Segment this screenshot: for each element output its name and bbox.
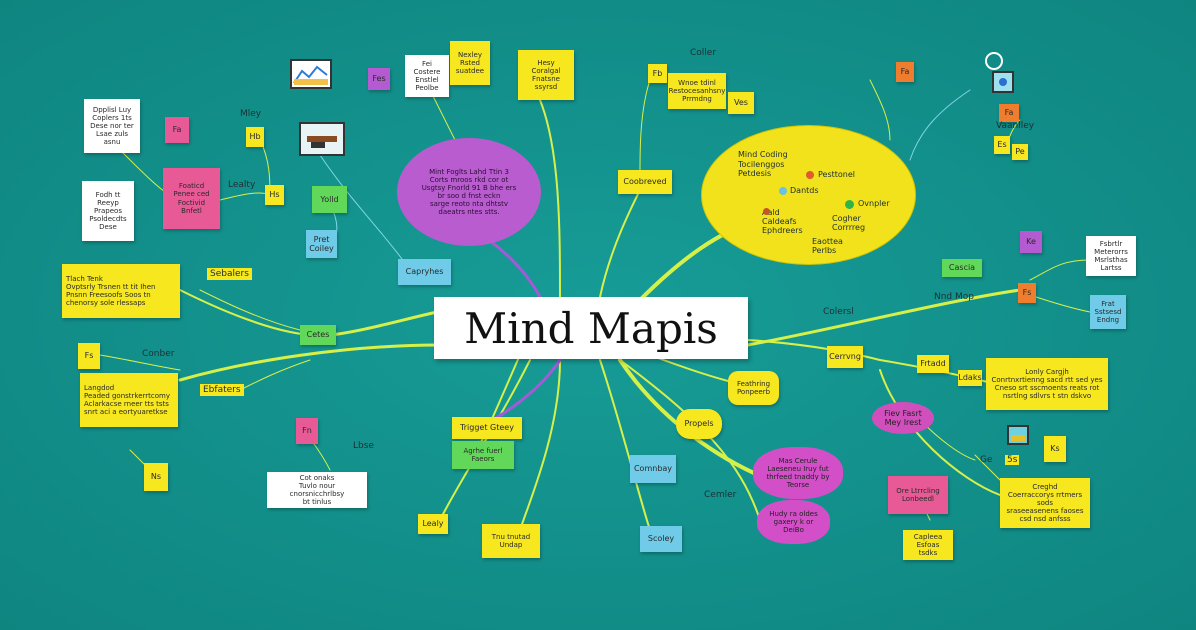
label-ebfaters: Ebfaters <box>200 384 244 396</box>
yellow-bubble-item: Dantds <box>790 186 819 195</box>
note-capleea[interactable]: Capleea Esfoas tsdks <box>903 530 953 560</box>
note-right-yellow-2[interactable]: Creghd Coerraccorys rrtmers sods sraseea… <box>1000 478 1090 528</box>
label-5s: 5s <box>1005 455 1020 465</box>
label-colersl: Colersl <box>823 307 854 317</box>
note-orange-right-2[interactable]: Fs <box>1018 283 1036 303</box>
globe-icon <box>985 52 1003 70</box>
yellow-bubble-item: Eaottea Perlbs <box>812 237 843 256</box>
note-top-yellow-1[interactable]: Nexley Rsted suatdee <box>450 41 490 85</box>
note-capryhes[interactable]: Capryhes <box>398 259 451 285</box>
node-dot <box>779 187 787 195</box>
note-feathring[interactable]: Feathring Ponpeerb <box>728 371 779 405</box>
note-top-small-yellow-1[interactable]: Fb <box>648 64 667 83</box>
note-trigget-gteey[interactable]: Trigget Gteey <box>452 417 522 439</box>
label-vaanlley: Vaanlley <box>996 121 1035 131</box>
yellow-topic-bubble[interactable] <box>701 125 916 265</box>
note-orange-right-1[interactable]: Fa <box>896 62 914 82</box>
note-right-yellow-1[interactable]: Lonly Cargjh Conrtnxrtienng sacd rtt sed… <box>986 358 1108 410</box>
note-left-white-1[interactable]: Dpplisl Luy Coplers 1ts Dese nor ter Lsa… <box>84 99 140 153</box>
note-coobreved[interactable]: Coobreved <box>618 170 672 194</box>
note-left-yellow-2[interactable]: Langdod Peaded gonstrkerrtcomy Aclarkacs… <box>80 373 178 427</box>
note-white-bottom[interactable]: Cot onaks Tuvlo nour cnorsnicchrlbsy bt … <box>267 472 367 508</box>
yellow-bubble-item: Cogher Corrrreg <box>832 214 866 233</box>
note-tnu-tnutad[interactable]: Tnu tnutad Undap <box>482 524 540 558</box>
note-agrhe-fuerl[interactable]: Agrhe fuerl Faeors <box>452 441 514 469</box>
note-cerrvng[interactable]: Cerrvng <box>827 346 863 368</box>
note-right-yellow-small[interactable]: Es <box>994 136 1010 154</box>
node-dot <box>763 208 770 215</box>
note-blue-1[interactable]: Pret Coiley <box>306 230 337 258</box>
label-nnd-mop: Nnd Mop <box>934 292 974 302</box>
label-mley: Mley <box>240 109 262 119</box>
note-scoley[interactable]: Scoley <box>640 526 682 552</box>
note-left-yellow-1[interactable]: Tlach Tenk Ovptsrly Trsnen tt tit Ihen P… <box>62 264 180 318</box>
note-lealy[interactable]: Lealy <box>418 514 448 534</box>
note-ldaks[interactable]: Ldaks <box>958 370 982 386</box>
note-right-white[interactable]: Fsbrtlr Meterorrs Msrlsthas Lartss <box>1086 236 1136 276</box>
note-left-white-2[interactable]: Fodh tt Reeyp Prapeos Psoldecdts Dese <box>82 181 134 241</box>
yellow-bubble-item: Aald Caldeafs Ephdreers <box>762 208 803 236</box>
note-comnbay[interactable]: Comnbay <box>630 455 676 483</box>
note-top-yellow-3[interactable]: Wnoe tdinl Restocesanhsny Prrmdng <box>668 73 726 109</box>
oval-left-bubble[interactable]: Fiev Fasrt Mey Irest <box>872 402 934 434</box>
note-right-yellow-small-2[interactable]: Pe <box>1012 144 1028 160</box>
note-yellow-small-1[interactable]: Hb <box>246 127 264 147</box>
note-right-yellow-ks[interactable]: Ks <box>1044 436 1066 462</box>
label-cemler: Cemler <box>704 490 737 500</box>
yellow-bubble-item: Pesttonel <box>818 170 856 179</box>
yellow-bubble-item: Ovnpler <box>858 199 890 208</box>
note-green-1[interactable]: Yolld <box>312 186 347 213</box>
note-violet-right[interactable]: Ke <box>1020 231 1042 253</box>
note-top-white[interactable]: Fei Costere Enstlel Peolbe <box>405 55 449 97</box>
note-orange-right-3[interactable]: Fa <box>999 104 1019 122</box>
note-top-yellow-2[interactable]: Hesy Coralgal Fnatsne ssyrsd <box>518 50 574 100</box>
small-photo-icon <box>1007 425 1029 445</box>
node-dot <box>845 200 854 209</box>
yellow-bubble-heading: Mind Coding Tocilenggos Petdesis <box>738 150 788 179</box>
magenta-bubble-2[interactable]: Hudy ra oldes gaxery k or DeiBo <box>757 500 830 544</box>
note-pink-small-2[interactable]: Fn <box>296 418 318 444</box>
note-cascia[interactable]: Cascia <box>942 259 982 277</box>
note-green-cetes[interactable]: Cetes <box>300 325 336 345</box>
node-dot <box>806 171 814 179</box>
note-small-yellow-fo[interactable]: Fs <box>78 343 100 369</box>
label-sebalers: Sebalers <box>207 268 252 280</box>
note-right-blue[interactable]: Frat Sstsesd Endng <box>1090 295 1126 329</box>
note-small-yellow-ns[interactable]: Ns <box>144 463 168 491</box>
purple-topic-bubble[interactable]: Mint Foglts Lahd Ttin 3 Corts mroos rkd … <box>397 138 541 246</box>
note-top-violet[interactable]: Fes <box>368 68 390 90</box>
label-ge: Ge <box>980 455 993 465</box>
note-top-small-yellow-2[interactable]: Ves <box>728 92 754 114</box>
note-propels[interactable]: Propels <box>676 409 722 439</box>
label-lealty: Lealty <box>228 180 256 190</box>
note-pink-small-1[interactable]: Fa <box>165 117 189 143</box>
label-lbse: Lbse <box>353 441 374 451</box>
note-pink-main[interactable]: Foaticd Penee ced Foctivid Bnfetl <box>163 168 220 229</box>
note-frtadd[interactable]: Frtadd <box>917 355 949 373</box>
label-conber: Conber <box>142 349 175 359</box>
chart-image-icon <box>290 59 332 89</box>
landscape-image-icon <box>299 122 345 156</box>
magenta-bubble-1[interactable]: Mas Cerule Laeseneu Iruy fut thrfeed tna… <box>753 447 843 499</box>
label-coller-top: Coller <box>690 48 717 58</box>
photo-image-icon <box>992 71 1014 93</box>
note-yellow-small-2[interactable]: Hs <box>265 185 284 205</box>
central-topic[interactable]: Mind Mapis <box>434 297 748 359</box>
note-pink-right[interactable]: Ore Ltrrcling Lonbeedl <box>888 476 948 514</box>
